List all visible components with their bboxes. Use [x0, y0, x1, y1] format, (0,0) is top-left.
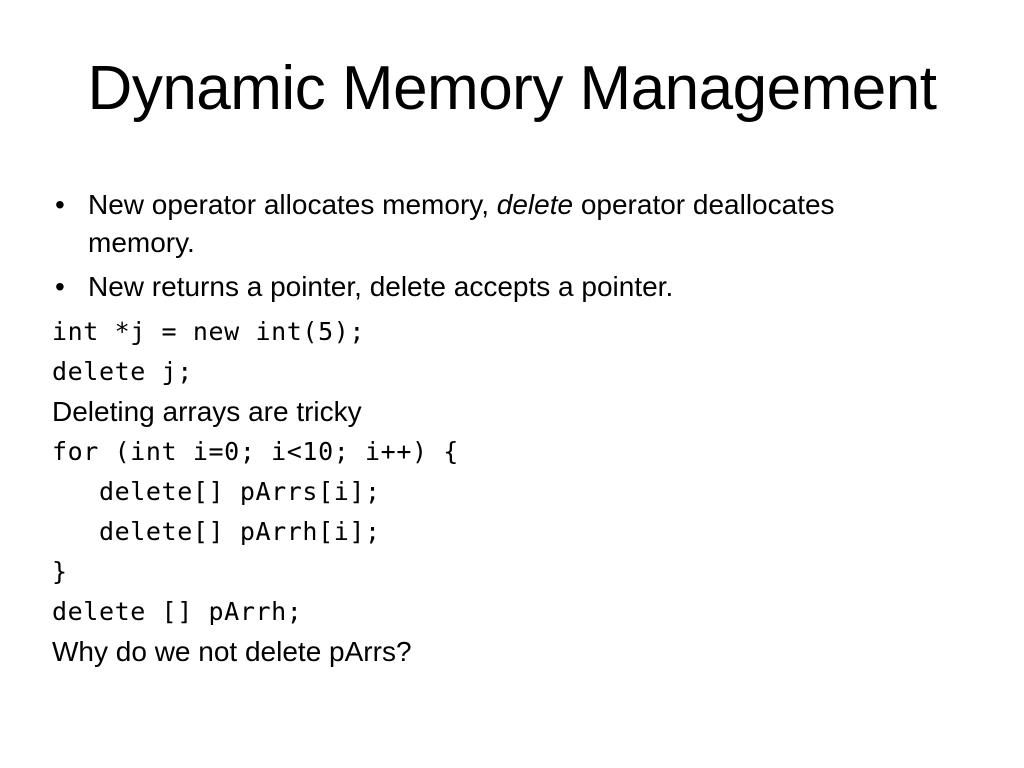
code-line: delete [] pArrh; — [52, 597, 303, 626]
bullet-text: New operator allocates memory, delete op… — [88, 186, 848, 262]
code-line: delete j; — [52, 357, 193, 386]
code-line: for (int i=0; i<10; i++) { — [52, 437, 459, 466]
bullet-dot-icon: • — [55, 271, 65, 302]
bullet-item: • New operator allocates memory, delete … — [52, 186, 982, 262]
bullet-item: • New returns a pointer, delete accepts … — [52, 268, 982, 306]
plain-line: Why do we not delete pArrs? — [52, 636, 412, 667]
bullet-dot-icon: • — [55, 189, 65, 220]
bullet-text: New returns a pointer, delete accepts a … — [88, 268, 848, 306]
plain-line: Deleting arrays are tricky — [52, 396, 362, 427]
bullet-segment-emphasis: delete — [496, 189, 574, 220]
code-line: delete[] pArrs[i]; — [52, 477, 381, 506]
code-line: } — [52, 557, 68, 586]
code-line: int *j = new int(5); — [52, 317, 366, 346]
slide-body: • New operator allocates memory, delete … — [52, 186, 982, 672]
bullet-segment-text: New returns a pointer, delete accepts a … — [88, 271, 674, 302]
page-title: Dynamic Memory Management — [87, 54, 937, 123]
code-line: delete[] pArrh[i]; — [52, 517, 381, 546]
bullet-segment-text: New operator allocates memory, — [88, 189, 497, 220]
bullet-segment-text: operator deallocates memory. — [88, 189, 835, 258]
